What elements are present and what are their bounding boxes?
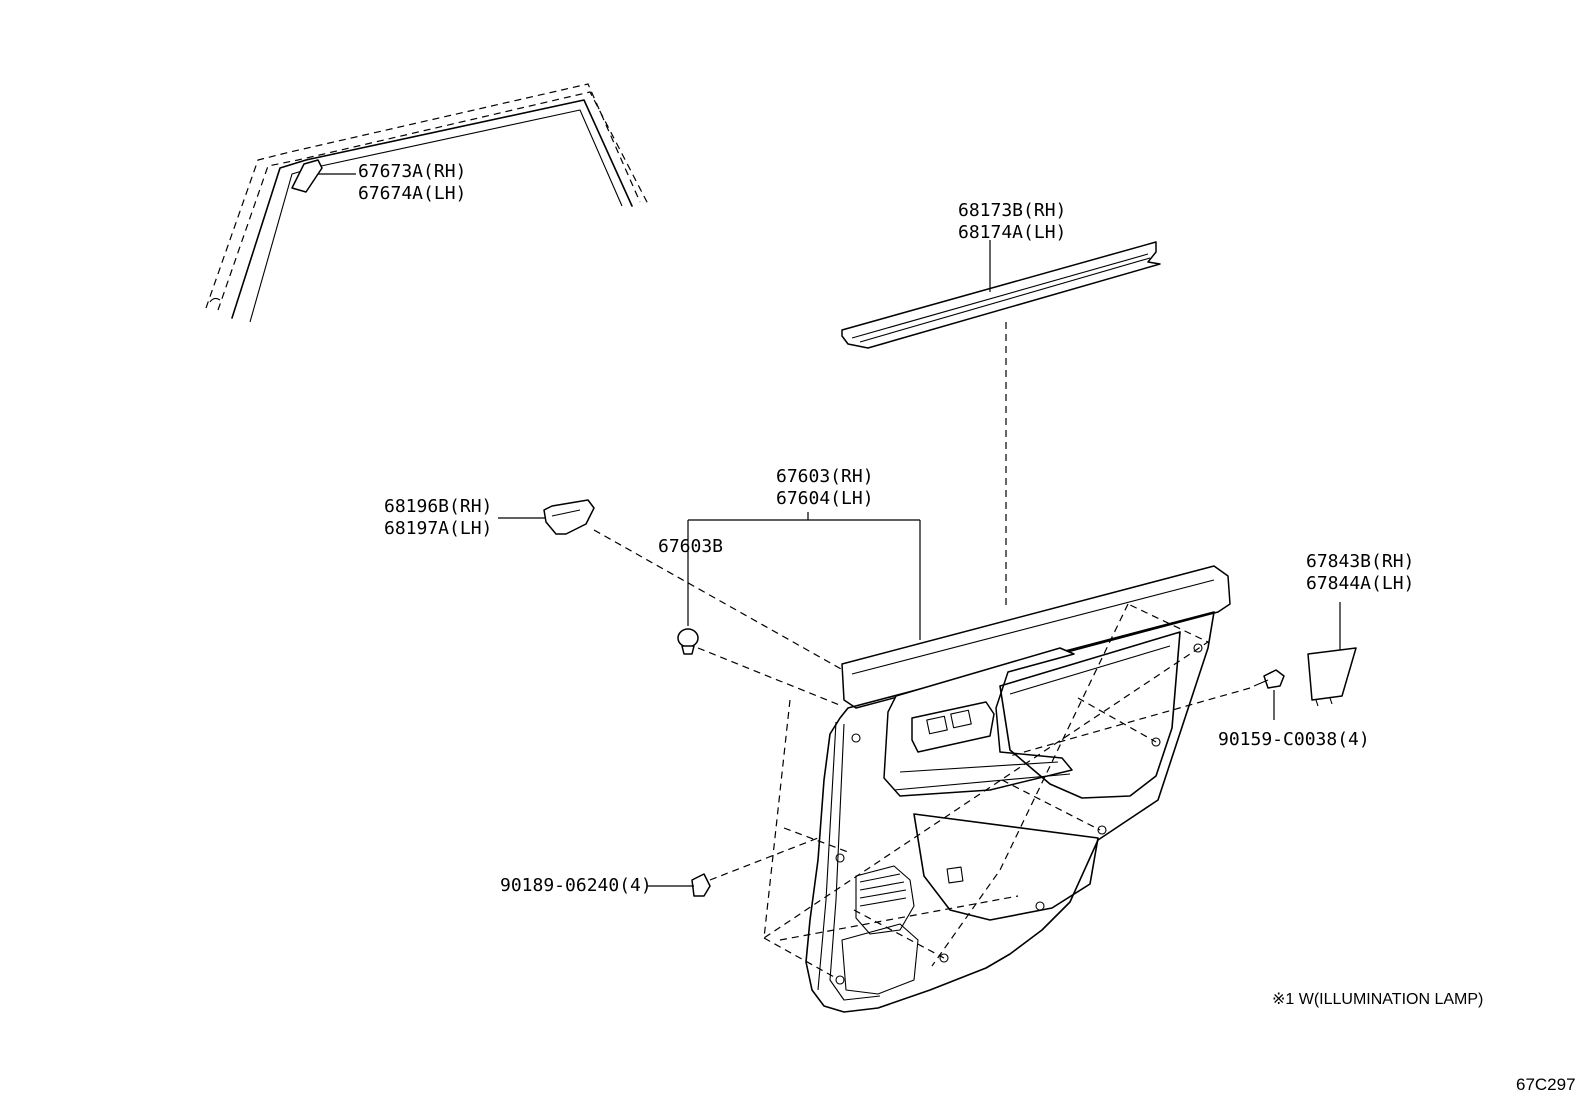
label-67603: 67603(RH) [776,466,874,487]
cover-part [1307,647,1357,707]
label-90159: 90159-C0038(4) [1218,729,1370,750]
label-67604: 67604(LH) [776,488,874,509]
label-67674A: 67674A(LH) [358,183,466,204]
label-67673A: 67673A(RH) [358,161,466,182]
diagram-code: 67C297 [1516,1075,1576,1094]
clip-nut-part [691,873,711,897]
assist-grip-part [291,159,323,193]
label-67843B: 67843B(RH) [1306,551,1414,572]
clip-location-lines [763,603,1210,979]
label-68196B: 68196B(RH) [384,496,492,517]
label-68197A: 68197A(LH) [384,518,492,539]
label-67844A: 67844A(LH) [1306,573,1414,594]
label-67603B: 67603B [658,536,723,557]
clip-part [677,628,699,655]
label-68173B: 68173B(RH) [958,200,1066,221]
label-68174A: 68174A(LH) [958,222,1066,243]
illumination-note: ※1 W(ILLUMINATION LAMP) [1272,991,1483,1008]
retainer-part [543,499,595,535]
door-trim-board [805,565,1231,1013]
belt-moulding-part [841,241,1161,349]
screw-part [1253,669,1285,689]
label-90189: 90189-06240(4) [500,875,652,896]
